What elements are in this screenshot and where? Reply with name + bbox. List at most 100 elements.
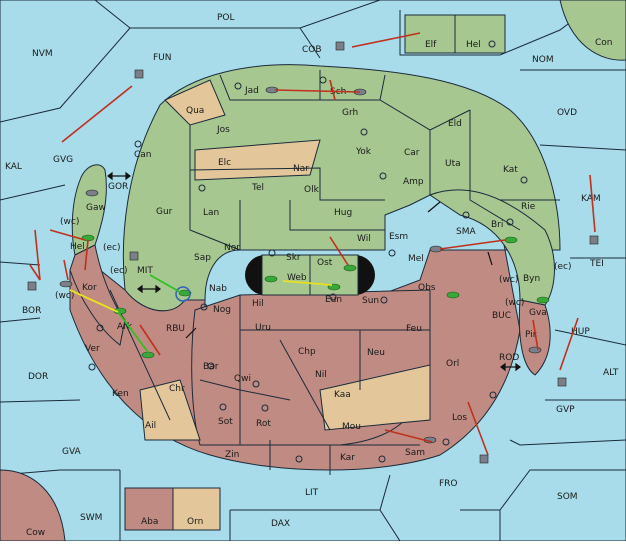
sea-label-gor: GOR bbox=[108, 182, 128, 192]
land-label-yok: Yok bbox=[355, 147, 372, 157]
convoy-marker bbox=[175, 286, 191, 302]
sea-label-sma: SMA bbox=[456, 227, 476, 237]
sea-label-nom: NOM bbox=[532, 55, 554, 65]
land-label-web: Web bbox=[287, 273, 307, 283]
sea-label-gvg: GVG bbox=[53, 155, 73, 165]
land-label-esm: Esm bbox=[389, 232, 408, 242]
land-label-neu: Neu bbox=[367, 348, 385, 358]
east-arc-red bbox=[518, 299, 551, 376]
land-label-sam: Sam bbox=[405, 448, 425, 458]
sea-label-swm: SWM bbox=[80, 513, 102, 523]
units bbox=[27, 41, 599, 464]
sea-label-mit: MIT bbox=[137, 266, 153, 276]
support-lines bbox=[69, 274, 333, 353]
coast-label-kor-wc: (wc) bbox=[55, 291, 74, 301]
sea-label-dax: DAX bbox=[271, 519, 290, 529]
land-label-chp: Chp bbox=[298, 347, 316, 357]
supply-centres bbox=[88, 40, 528, 463]
land-label-byn: Byn bbox=[523, 274, 540, 284]
sea-label-lit: LIT bbox=[305, 488, 319, 498]
land-label-jos: Jos bbox=[216, 125, 230, 135]
sea-label-gva: GVA bbox=[62, 447, 82, 457]
coast-label-byn-wc: (wc) bbox=[499, 275, 518, 285]
sea-label-fun: FUN bbox=[153, 53, 172, 63]
land-label-ark: Ark bbox=[117, 322, 133, 332]
land-label-hil: Hil bbox=[252, 299, 264, 309]
sea-label-fro: FRO bbox=[439, 479, 458, 489]
land-label-olk: Olk bbox=[304, 185, 320, 195]
land-label-tel: Tel bbox=[251, 183, 264, 193]
sea-label-dor: DOR bbox=[28, 372, 48, 382]
coast-label-hel-ec: (ec) bbox=[103, 243, 121, 253]
coast-labels: (wc) (ec) (ec) (wc) (wc) (ec) (wc) bbox=[55, 217, 572, 308]
land-label-feu: Feu bbox=[406, 324, 422, 334]
land-label-gva: Gva bbox=[529, 308, 547, 318]
coast-label-kor-ec: (ec) bbox=[110, 266, 128, 276]
land-label-rie: Rie bbox=[521, 202, 536, 212]
land-label-ver: Ver bbox=[85, 344, 100, 354]
land-label-grh: Grh bbox=[342, 108, 358, 118]
land-label-bri: Bri bbox=[491, 220, 503, 230]
land-label-eld: Eld bbox=[448, 119, 462, 129]
land-label-wil: Wil bbox=[357, 234, 371, 244]
province-boundaries bbox=[109, 70, 560, 475]
land-label-qwi: Qwi bbox=[234, 374, 251, 384]
neutral-territories bbox=[139, 79, 431, 441]
sea-label-ovd: OVD bbox=[557, 108, 577, 118]
land-label-nab: Nab bbox=[209, 284, 227, 294]
land-label-nog: Nog bbox=[213, 305, 231, 315]
sea-label-pol: POL bbox=[217, 13, 235, 23]
land-label-qua: Qua bbox=[186, 106, 204, 116]
coast-label-gva-wc: (wc) bbox=[505, 298, 524, 308]
land-label-bar: Bar bbox=[203, 362, 219, 372]
canal-markers bbox=[107, 171, 521, 372]
land-label-mou: Mou bbox=[342, 422, 361, 432]
land-label-sot: Sot bbox=[218, 417, 233, 427]
land-label-rot: Rot bbox=[256, 419, 271, 429]
land-label-car: Car bbox=[404, 148, 420, 158]
sea-label-gvp: GVP bbox=[556, 405, 575, 415]
sea-label-rbu: RBU bbox=[166, 324, 185, 334]
land-label-jad: Jad bbox=[244, 86, 259, 96]
coast-label-hel-wc: (wc) bbox=[60, 217, 79, 227]
west-crescent-red bbox=[69, 244, 126, 346]
island-elf-hel bbox=[404, 14, 506, 54]
sea-label-cow: Cow bbox=[26, 528, 45, 538]
sea-label-kam: KAM bbox=[581, 194, 601, 204]
land-label-amp: Amp bbox=[403, 177, 424, 187]
land-label-nil: Nil bbox=[315, 370, 327, 380]
land-label-lan: Lan bbox=[203, 208, 219, 218]
land-label-chr: Chr bbox=[169, 384, 185, 394]
land-label-nar: Nar bbox=[293, 164, 309, 174]
land-label-hug: Hug bbox=[334, 208, 352, 218]
land-label-ost: Ost bbox=[317, 258, 333, 268]
land-label-aba: Aba bbox=[141, 517, 158, 527]
land-label-kat: Kat bbox=[503, 165, 518, 175]
land-label-orl: Orl bbox=[446, 359, 459, 369]
land-label-elf: Elf bbox=[425, 40, 437, 50]
sea-label-nvm: NVM bbox=[32, 49, 53, 59]
west-crescent-green bbox=[71, 164, 107, 256]
land-label-gaw: Gaw bbox=[86, 203, 106, 213]
order-arrows bbox=[29, 32, 596, 456]
land-label-uru: Uru bbox=[255, 323, 271, 333]
land-label-ail: Ail bbox=[145, 421, 156, 431]
sea-label-rod: ROD bbox=[499, 353, 519, 363]
island-aba-orn bbox=[124, 487, 221, 531]
sea-label-buc: BUC bbox=[492, 311, 511, 321]
land-label-orn: Orn bbox=[187, 517, 203, 527]
land-label-mel: Mel bbox=[408, 254, 424, 264]
land-label-can: Can bbox=[134, 150, 152, 160]
land-label-sun: Sun bbox=[362, 296, 379, 306]
land-label-hel-west: Hel bbox=[70, 242, 85, 252]
sea-label-con: Con bbox=[595, 38, 613, 48]
land-label-zin: Zin bbox=[225, 450, 239, 460]
land-label-hel: Hel bbox=[466, 40, 481, 50]
land-label-gur: Gur bbox=[156, 207, 173, 217]
sea-label-alt: ALT bbox=[603, 368, 619, 378]
land-label-obs: Obs bbox=[418, 283, 436, 293]
sea-label-cob: COB bbox=[302, 45, 322, 55]
sea-label-kal: KAL bbox=[5, 162, 22, 172]
land-label-los: Los bbox=[452, 413, 467, 423]
